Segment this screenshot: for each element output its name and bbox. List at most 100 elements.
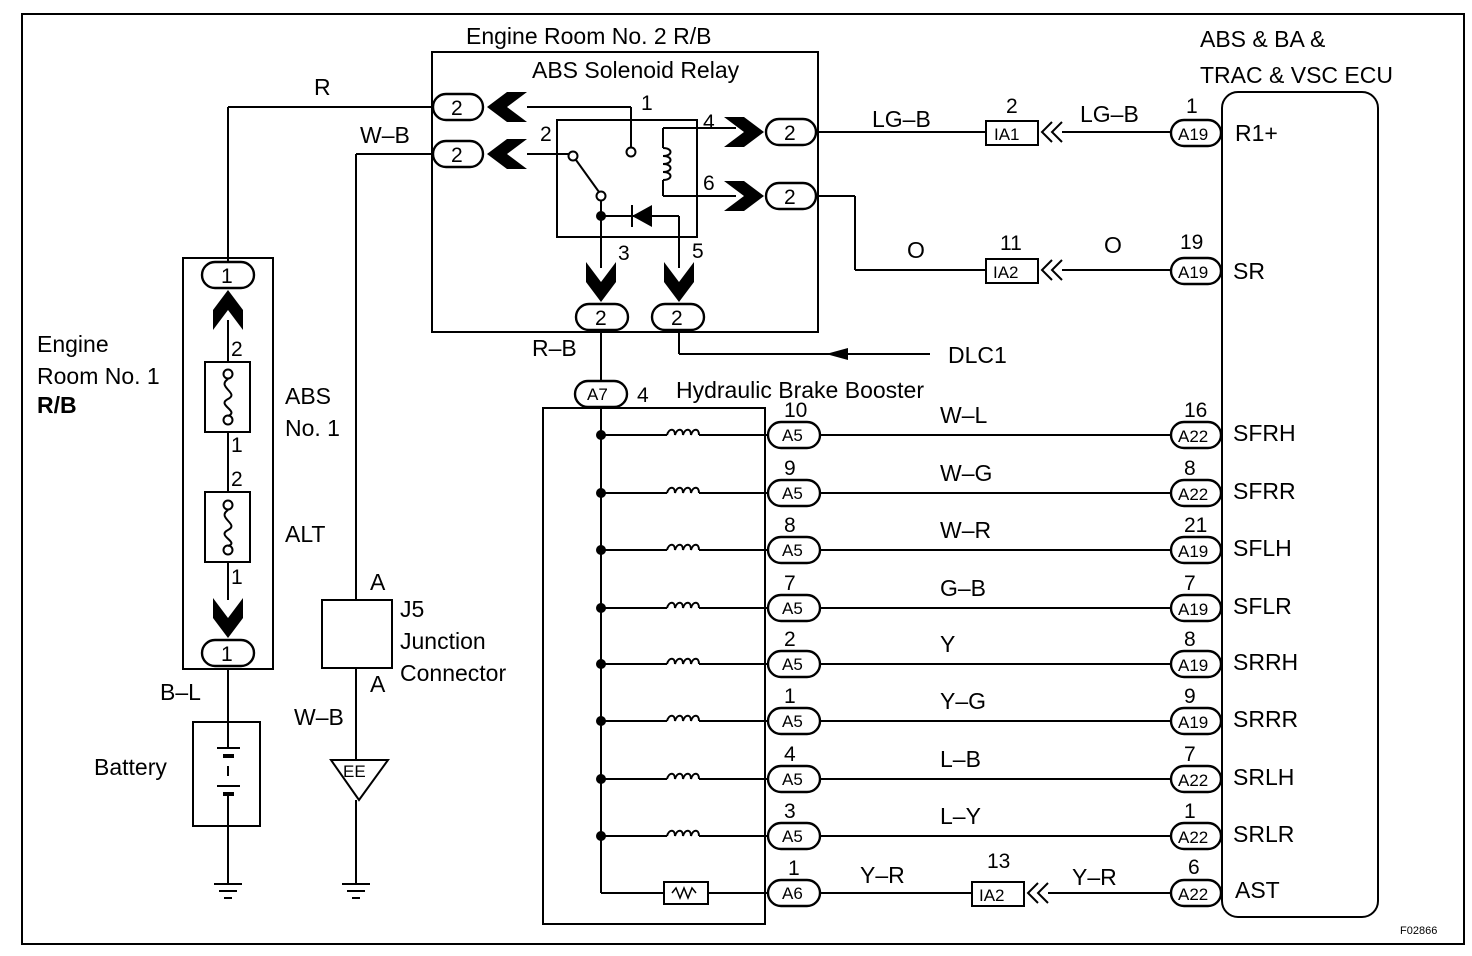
ecu-pin: 8 xyxy=(1184,628,1196,651)
ecu-terminal-label: SRLH xyxy=(1233,764,1294,790)
booster-pin-ast: 1 xyxy=(788,857,800,880)
figure-code: F02866 xyxy=(1400,925,1437,937)
chevron-up-icon xyxy=(213,290,243,330)
ecu-conn-ast xyxy=(1169,878,1223,908)
booster-connector-label: A5 xyxy=(782,712,803,731)
ecu-terminal-label: SRRR xyxy=(1233,706,1298,732)
ecu-connector-label: A22 xyxy=(1178,485,1208,504)
junction-ia1-label: IA1 xyxy=(994,125,1020,144)
fuse-icon xyxy=(223,378,233,417)
arrow-left-icon xyxy=(826,348,848,360)
booster-pin: 8 xyxy=(784,514,796,537)
j5-line2: Connector xyxy=(400,660,506,686)
booster-pin: 3 xyxy=(784,800,796,823)
wire-o-label-right: O xyxy=(1104,232,1122,258)
rb1-terminal-bottom-label: 1 xyxy=(221,643,233,666)
chevron-down-icon xyxy=(586,262,616,302)
rb2-terminal-wb-label: 2 xyxy=(451,144,463,167)
chevron-right-icon xyxy=(724,181,764,211)
wire-color-label: W–R xyxy=(940,517,991,543)
ee-ground-triangle xyxy=(329,759,390,802)
solenoid-coil-icon xyxy=(666,829,700,837)
junction-ia1-pin: 2 xyxy=(1006,95,1018,118)
solenoid-coil-icon xyxy=(666,428,700,436)
solenoid-coil-icon xyxy=(666,772,700,780)
battery-label: Battery xyxy=(94,754,167,780)
ecu-connector-label: A22 xyxy=(1178,771,1208,790)
wire-wb-lower-label: W–B xyxy=(294,704,344,730)
junction-ia2-lower-label: IA2 xyxy=(979,886,1005,905)
j5-line1: Junction xyxy=(400,628,486,654)
engine-room-1-line2: Room No. 1 xyxy=(37,363,160,389)
ecu-terminal-label: SFRR xyxy=(1233,478,1296,504)
ecu-pin: 9 xyxy=(1184,685,1196,708)
booster-connector-label: A5 xyxy=(782,827,803,846)
ee-ground-label: EE xyxy=(343,762,366,781)
relay-pin-4: 4 xyxy=(703,111,715,134)
wire-lgb-label-right: LG–B xyxy=(1080,101,1139,127)
booster-box xyxy=(542,407,766,925)
wire-color-label: W–G xyxy=(940,460,992,486)
ecu-terminal-sr: SR xyxy=(1233,258,1265,284)
booster-connector-label: A5 xyxy=(782,541,803,560)
wire-wb-label: W–B xyxy=(360,122,410,148)
ecu-connector-label: A19 xyxy=(1178,542,1208,561)
wire-color-label: Y–G xyxy=(940,688,986,714)
solenoid-coil-icon xyxy=(666,714,700,722)
ecu-pin-sr: 19 xyxy=(1180,231,1203,254)
ecu-conn-r1-label: A19 xyxy=(1178,125,1208,144)
junction-ia2-lower xyxy=(971,881,1025,907)
ecu-conn-sr-label: A19 xyxy=(1178,263,1208,282)
booster-conn-ast-label: A6 xyxy=(782,884,803,903)
ecu-connector xyxy=(1169,649,1223,679)
wire-bl-label: B–L xyxy=(160,679,201,705)
chevron-down-icon xyxy=(664,262,694,302)
relay-box xyxy=(556,119,698,238)
ecu-connector xyxy=(1169,478,1223,508)
booster-pin: 2 xyxy=(784,628,796,651)
j5-name: J5 xyxy=(400,596,424,622)
ground-icon xyxy=(342,883,370,899)
ecu-connector xyxy=(1169,764,1223,794)
relay-pin-5: 5 xyxy=(692,240,704,263)
booster-feed-connector-label: A7 xyxy=(587,385,608,404)
ecu-terminal-label: SFRH xyxy=(1233,420,1296,446)
abs-fuse-name2: No. 1 xyxy=(285,415,340,441)
ecu-connector xyxy=(1169,420,1223,450)
ecu-pin: 21 xyxy=(1184,514,1207,537)
relay-pin-3: 3 xyxy=(618,242,630,265)
engine-room-1-line1: Engine xyxy=(37,331,109,357)
chevron-right-icon xyxy=(724,117,764,147)
ecu-connector-label: A19 xyxy=(1178,713,1208,732)
wire-color-label: L–Y xyxy=(940,803,981,829)
ecu-connector xyxy=(1169,535,1223,565)
diagram-frame xyxy=(21,13,1465,945)
alt-fuse-pin-top: 2 xyxy=(231,468,243,491)
engine-room-2-box xyxy=(431,51,819,333)
engine-room-1-line3: R/B xyxy=(37,392,77,418)
wire-color-label: W–L xyxy=(940,402,988,428)
rb1-terminal-top-label: 1 xyxy=(221,265,233,288)
ecu-terminal-label: SRLR xyxy=(1233,821,1294,847)
relay-pin-6: 6 xyxy=(703,172,715,195)
j5-junction-box xyxy=(321,599,393,669)
abs-fuse-pin-top: 2 xyxy=(231,338,243,361)
ecu-terminal-label: SFLR xyxy=(1233,593,1292,619)
wire-color-label: Y xyxy=(940,631,955,657)
dlc1-label: DLC1 xyxy=(948,342,1007,368)
booster-pin: 9 xyxy=(784,457,796,480)
j5-pin-top: A xyxy=(370,569,386,595)
chevron-left-icon xyxy=(487,139,527,169)
relay-title: ABS Solenoid Relay xyxy=(532,57,740,83)
rb1-terminal-top xyxy=(200,260,256,290)
solenoid-coil-icon xyxy=(666,486,700,494)
booster-feed-pin: 4 xyxy=(637,384,649,407)
relay-pin-2: 2 xyxy=(540,123,552,146)
booster-connector-label: A5 xyxy=(782,426,803,445)
wire-o-label-left: O xyxy=(907,237,925,263)
wire-color-label: L–B xyxy=(940,746,981,772)
booster-connector-label: A5 xyxy=(782,770,803,789)
chevron-left-icon xyxy=(487,92,527,122)
ecu-terminal-label: SRRH xyxy=(1233,649,1298,675)
